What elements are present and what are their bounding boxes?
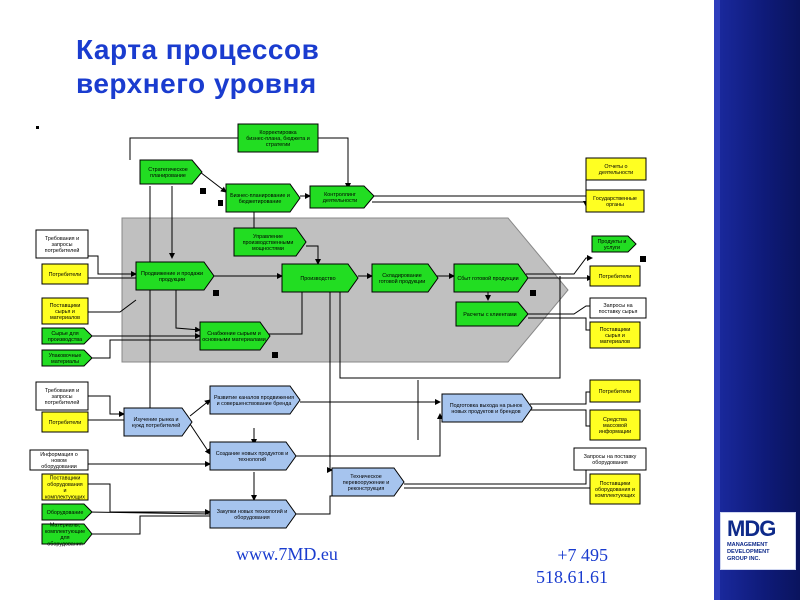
box-production[interactable]: Производство <box>281 263 359 293</box>
box-consumers-4[interactable]: Потребители <box>589 379 641 403</box>
logo-subtitle: MANAGEMENT DEVELOPMENT GROUP INC. <box>727 542 770 563</box>
footer-phone-line-2: 518.61.61 <box>536 567 608 587</box>
footer-phone: +7 495 518.61.61 <box>504 544 608 588</box>
box-equipment-text: Оборудование <box>47 510 84 516</box>
box-consumers-2-text: Потребители <box>599 274 632 280</box>
box-client-payments[interactable]: Расчеты с клиентами <box>455 301 529 327</box>
box-client-payments-text: Расчеты с клиентами <box>463 312 516 318</box>
logo-line-3: GROUP INC. <box>727 556 761 562</box>
company-logo: MDG MANAGEMENT DEVELOPMENT GROUP INC. <box>720 512 796 570</box>
box-consumers-3[interactable]: Потребители <box>41 411 89 433</box>
box-consumers-3-text: Потребители <box>49 420 82 426</box>
operator-glyphs <box>36 126 646 358</box>
logo-mark: MDG <box>727 516 776 541</box>
box-consumers-4-text: Потребители <box>599 389 632 395</box>
box-consumers-1[interactable]: Потребители <box>41 263 89 285</box>
right-sidebar <box>714 0 800 600</box>
logo-line-2: DEVELOPMENT <box>727 549 770 555</box>
footer-website-link[interactable]: www.7MD.eu <box>236 544 338 564</box>
title-line-2: верхнего уровня <box>76 68 317 99</box>
box-sales-text: Сбыт готовой продукции <box>457 275 518 282</box>
box-equipment[interactable]: Оборудование <box>41 503 93 521</box>
box-consumers-2[interactable]: Потребители <box>589 265 641 287</box>
box-production-text: Производство <box>300 276 335 282</box>
footer-phone-line-1: +7 495 <box>557 545 608 565</box>
box-consumers-1-text: Потребители <box>49 272 82 278</box>
page-title: Карта процессов верхнего уровня <box>76 33 319 101</box>
box-sales[interactable]: Сбыт готовой продукции <box>453 263 529 293</box>
title-line-1: Карта процессов <box>76 34 320 65</box>
logo-line-1: MANAGEMENT <box>727 542 768 548</box>
